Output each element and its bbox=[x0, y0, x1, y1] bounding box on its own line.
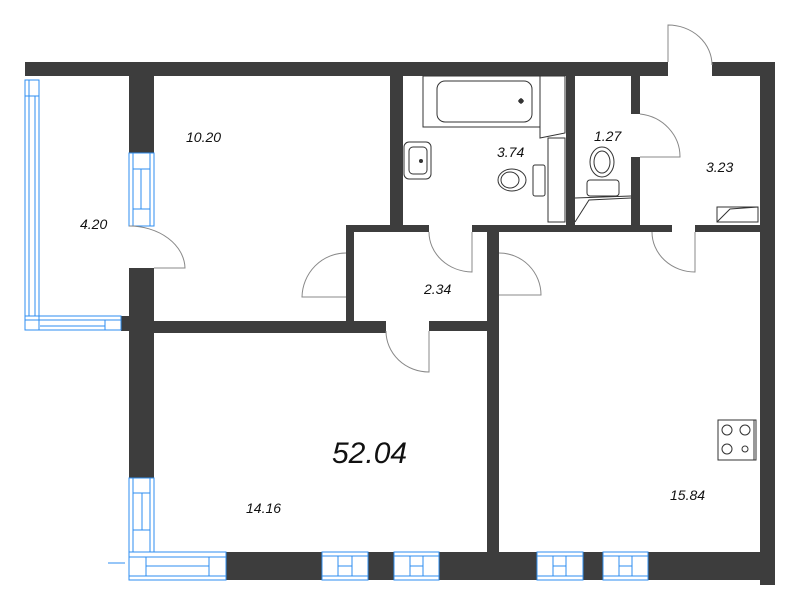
bathroom-door[interactable] bbox=[428, 231, 473, 273]
wall-living-kitchen bbox=[487, 232, 499, 552]
sink bbox=[403, 141, 432, 180]
corridor-area-label: 2.34 bbox=[424, 281, 452, 297]
balcony-area-label: 4.20 bbox=[80, 216, 108, 232]
wall-stub bbox=[121, 316, 131, 331]
wall-corridor-top-left bbox=[346, 225, 429, 232]
wall-corridor-bottom bbox=[429, 321, 495, 331]
entrance-door[interactable] bbox=[667, 24, 713, 66]
bathtub-inner bbox=[436, 80, 533, 123]
bedroom-area-label: 10.20 bbox=[186, 129, 222, 145]
living-door[interactable] bbox=[385, 330, 430, 373]
wall-right bbox=[760, 62, 775, 585]
wall-bottom-2 bbox=[368, 552, 394, 580]
bathroom-area-label: 3.74 bbox=[497, 144, 525, 160]
wall-corridor-top bbox=[472, 225, 672, 232]
window-bottom-a bbox=[321, 551, 369, 581]
balcony-door[interactable] bbox=[128, 225, 186, 269]
toilet-door[interactable] bbox=[639, 113, 681, 158]
kitchen-area-label: 15.84 bbox=[670, 487, 706, 503]
wall-toilet-right-top bbox=[631, 62, 640, 114]
toilet-area-label: 1.27 bbox=[594, 128, 622, 144]
bathroom-toilet bbox=[497, 168, 527, 192]
wall-top bbox=[25, 62, 668, 76]
hall-door[interactable] bbox=[651, 231, 696, 273]
wall-bottom-5 bbox=[648, 552, 775, 580]
window-bottom-c bbox=[536, 551, 584, 581]
wall-bedroom-living bbox=[154, 321, 386, 333]
entrance-hall-area-label: 3.23 bbox=[706, 159, 734, 175]
window-bottom-b bbox=[393, 551, 440, 581]
wall-hall-bottom bbox=[695, 225, 760, 232]
wall-bottom-1 bbox=[226, 552, 322, 580]
bedroom-door[interactable] bbox=[301, 252, 347, 298]
total-area-label: 52.04 bbox=[332, 437, 408, 470]
wall-top-right bbox=[712, 62, 775, 76]
balcony-window-left bbox=[24, 79, 40, 331]
wall-bath-left bbox=[390, 62, 403, 225]
window-bottom-d bbox=[602, 551, 649, 581]
kitchen-door[interactable] bbox=[498, 252, 542, 296]
living-room-area-label: 14.16 bbox=[246, 500, 282, 516]
wall-bottom-3 bbox=[439, 552, 537, 580]
wall-bottom-4 bbox=[583, 552, 603, 580]
wall-bedroom-left-top bbox=[129, 62, 154, 153]
wall-toilet-right-bottom bbox=[631, 157, 640, 225]
wall-bedroom-left-bottom bbox=[129, 268, 154, 478]
wall-bath-toilet bbox=[566, 62, 575, 225]
wall-corridor-left-a bbox=[346, 225, 354, 323]
